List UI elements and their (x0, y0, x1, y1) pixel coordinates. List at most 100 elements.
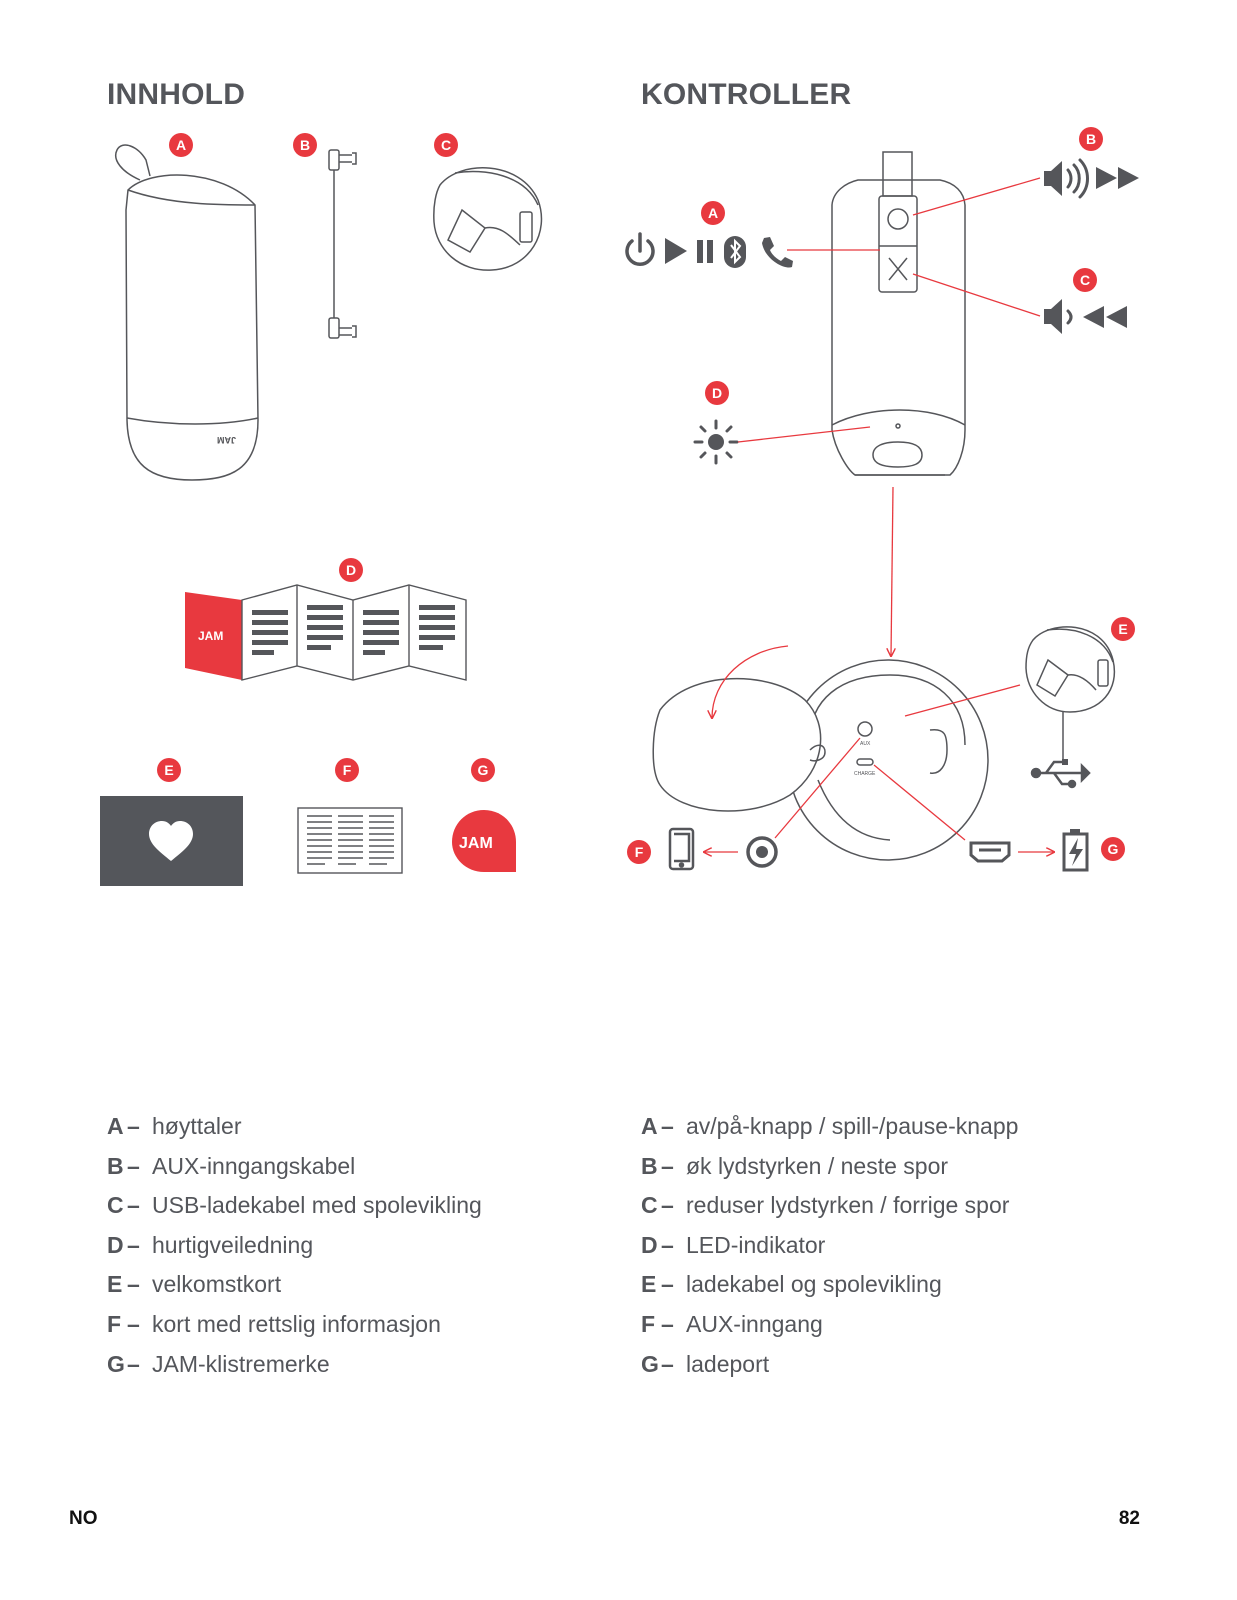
controls-badge-c: C (1073, 268, 1097, 292)
aux-port-icon (746, 836, 778, 868)
smartphone-icon (668, 827, 695, 871)
speaker-controls-illustration (831, 151, 966, 476)
speaker-logo-text: JAM (217, 435, 236, 445)
legend-key: F (107, 1310, 122, 1337)
contents-heading: INNHOLD (107, 78, 246, 111)
quick-guide-illustration: JAM (185, 584, 467, 681)
legend-text: reduser lydstyrken / forrige spor (686, 1192, 1010, 1219)
sticker-logo-text: JAM (459, 835, 493, 852)
legend-dash: – (661, 1192, 674, 1219)
legend-text: høyttaler (152, 1113, 242, 1139)
rewind-icon (1083, 306, 1127, 328)
badge-letter: A (176, 137, 186, 153)
bluetooth-icon (724, 236, 746, 268)
battery-charging-icon (1062, 829, 1089, 872)
legend-item: D–LED-indikator (641, 1233, 1018, 1257)
charge-port-label: CHARGE (854, 771, 876, 777)
controls-badge-b: B (1079, 127, 1103, 151)
badge-letter: A (708, 205, 718, 221)
legend-text: velkomstkort (152, 1271, 282, 1298)
page-number: 82 (1118, 1508, 1140, 1529)
legend-key: D (641, 1231, 658, 1258)
contents-badge-a: A (169, 133, 193, 157)
legend-text: hurtigveiledning (152, 1231, 314, 1258)
legend-key: F (641, 1310, 656, 1337)
illustrations: JAM JAM (100, 127, 1139, 886)
legend-key: A (107, 1113, 124, 1139)
pause-icon (697, 240, 713, 263)
welcome-card-illustration (100, 796, 243, 886)
legend-key: B (641, 1152, 658, 1179)
legend-key: E (641, 1271, 657, 1298)
legend-item: D–hurtigveiledning (107, 1233, 482, 1257)
legend-dash: – (127, 1113, 140, 1139)
contents-badge-e: E (157, 758, 181, 782)
speaker-illustration: JAM (115, 144, 259, 481)
badge-letter: F (343, 762, 352, 778)
volume-down-icon (1044, 299, 1073, 334)
legend-dash: – (661, 1231, 674, 1258)
legend-item: E–ladekabel og spolevikling (641, 1272, 1018, 1296)
usb-icon (1030, 759, 1091, 789)
charging-cable-illustration (1025, 626, 1116, 760)
legend-text: USB-ladekabel med spolevikling (152, 1192, 482, 1219)
legend-key: A (641, 1113, 658, 1139)
aux-cable-illustration (328, 149, 357, 339)
badge-letter: B (300, 137, 310, 153)
legend-item: F–kort med rettslig informasjon (107, 1312, 482, 1336)
controls-badge-d: D (705, 381, 729, 405)
legend-item: G–ladeport (641, 1352, 1018, 1376)
badge-letter: F (635, 844, 644, 860)
controls-badge-a: A (701, 201, 725, 225)
legend-dash: – (127, 1152, 140, 1179)
legend-item: F–AUX-inngang (641, 1312, 1018, 1336)
legend-dash: – (661, 1113, 674, 1139)
legend-dash: – (127, 1231, 140, 1258)
legend-dash: – (127, 1192, 140, 1219)
legend-item: B–AUX-inngangskabel (107, 1154, 482, 1178)
controls-badge-g: G (1101, 837, 1125, 861)
language-code: NO (69, 1508, 98, 1529)
legend-item: A–av/på-knapp / spill-/pause-knapp (641, 1114, 1018, 1138)
heart-icon (149, 821, 193, 861)
legend-dash: – (661, 1310, 674, 1337)
legend-text: kort med rettslig informasjon (152, 1310, 441, 1337)
aux-port-label: AUX (860, 741, 871, 747)
legend-item: A–høyttaler (107, 1114, 482, 1138)
badge-letter: D (346, 562, 356, 578)
light-icon (693, 419, 739, 465)
legend-dash: – (661, 1152, 674, 1179)
legend-item: C–reduser lydstyrken / forrige spor (641, 1193, 1018, 1217)
coiled-cable-illustration (433, 167, 543, 271)
legend-key: G (641, 1350, 659, 1377)
legend-text: øk lydstyrken / neste spor (686, 1152, 949, 1179)
legend-dash: – (661, 1271, 674, 1298)
legend-item: E–velkomstkort (107, 1272, 482, 1296)
legend-key: G (107, 1350, 125, 1377)
legend-key: C (641, 1192, 658, 1219)
legend-text: LED-indikator (686, 1231, 826, 1258)
legend-text: ladeport (686, 1350, 770, 1377)
play-icon (665, 238, 687, 264)
controls-badge-e: E (1111, 617, 1135, 641)
legend-text: AUX-inngangskabel (152, 1152, 356, 1179)
guide-logo-text: JAM (198, 629, 223, 643)
badge-letter: E (164, 762, 173, 778)
badge-letter: D (712, 385, 722, 401)
badge-letter: E (1118, 621, 1127, 637)
legend-dash: – (127, 1271, 140, 1298)
speaker-bottom-illustration: AUX CHARGE (652, 659, 989, 861)
volume-up-icon (1044, 158, 1089, 199)
phone-icon (762, 237, 793, 268)
legal-card-illustration (297, 807, 403, 874)
badge-letter: B (1086, 131, 1096, 147)
contents-badge-f: F (335, 758, 359, 782)
controls-heading: KONTROLLER (641, 78, 852, 111)
controls-badge-f: F (627, 840, 651, 864)
legend-item: B–øk lydstyrken / neste spor (641, 1154, 1018, 1178)
micro-usb-port-icon (969, 841, 1011, 863)
badge-letter: G (478, 762, 489, 778)
badge-letter: G (1108, 841, 1119, 857)
